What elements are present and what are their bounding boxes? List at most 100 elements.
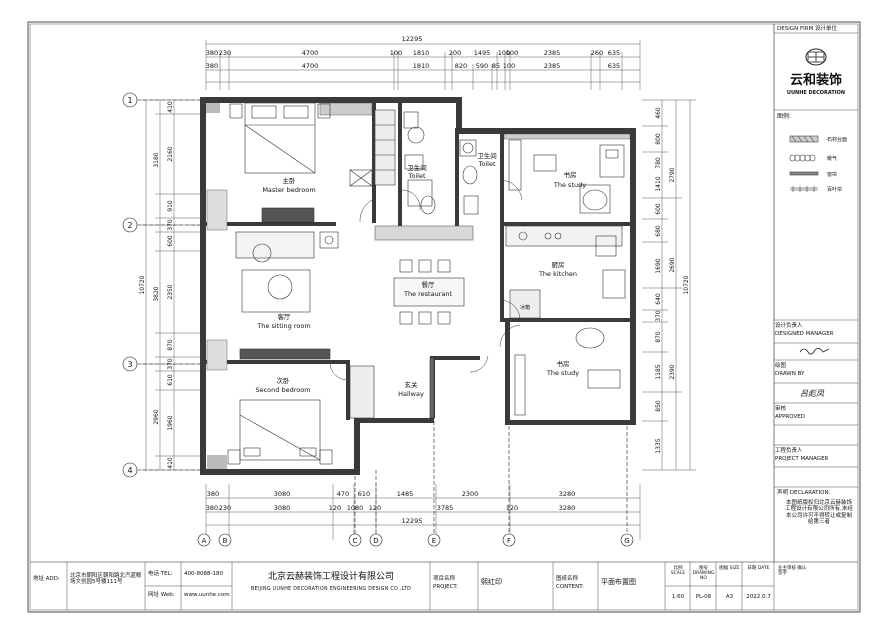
curtain-swatch [789,171,819,176]
blind-swatch [790,186,818,192]
room-toilet1-cn: 卫生间 [407,163,427,172]
tel-label: 电话 TEL: [148,571,173,577]
dim-top-3: 4700 [302,49,319,57]
heating-swatch [789,154,816,162]
room-study1-en: The study [553,181,586,189]
dim-bot-2: 3080 [274,490,291,498]
drawing-no-value: PL-08 [695,594,712,600]
room-study2-en: The study [546,369,579,377]
legend-label-4: 百叶帘 [827,186,842,193]
scale-value: 1:60 [671,594,685,600]
dim-top-r2-8: 2385 [544,62,561,70]
dim-left-total: 10720 [139,275,146,294]
dim-top-5: 1810 [413,49,430,57]
dim-right-outer-3: 2390 [669,364,676,379]
room-study2-cn: 书房 [557,359,570,368]
dim-top-r2-7: 100 [503,62,515,70]
axis-cols [197,415,634,547]
dim-left-in-1: 410 [167,101,174,113]
axis-col-a: A [202,537,207,545]
dim-top-8: 100 [498,49,510,57]
dim-top-7: 1495 [474,49,491,57]
right-dimensions [642,99,696,471]
content-value: 平面布置图 [601,578,636,586]
address-label: 地址 ADD: [33,576,60,582]
designer-signature [799,348,830,355]
axis-rows [122,92,206,478]
room-toilet2-en: Toilet [477,160,495,168]
second-bed [239,399,321,461]
dim-bot-r2-3: 3080 [274,504,291,512]
approved-en: APPROVED [775,414,805,420]
dining-table [393,277,465,307]
dim-top-11: 260 [591,49,603,57]
room-kitchen-cn: 厨房 [552,260,565,269]
axis-col-f: F [507,537,511,545]
dim-top-2: 230 [219,49,231,57]
dim-left-outer-2: 3820 [153,286,160,301]
room-toilet2-cn: 卫生间 [477,151,497,160]
company-name-cn: 北京云赫装饰工程设计有限公司 [267,572,394,582]
dim-right-in-3: 780 [655,157,662,169]
dim-bot-r2-8: 120 [506,504,518,512]
dim-right-in-9: 370 [655,310,662,322]
dim-left-in-7: 870 [167,339,174,351]
logo-text: 云和装饰 [790,72,842,88]
axis-col-d: D [373,537,378,545]
dim-bot-r2-1: 380 [206,504,218,512]
sofa [235,231,315,259]
date-value: 2022.0.7 [746,594,771,600]
legend-label-2: 暖气 [827,155,837,162]
fridge-label: 冰箱 [520,304,530,311]
declaration-text: 本图纸版权归北京云赫装饰工程设计有限公司所有,未经本公司许可不得转让或复制给第三… [785,500,853,525]
dim-bot-7: 3280 [559,490,576,498]
legend-label-3: 窗帘 [827,171,837,178]
dim-top-r2-9: 635 [608,62,620,70]
room-master-cn: 主卧 [283,176,297,185]
wall-hatching [206,102,631,469]
dim-right-outer-2: 2690 [669,257,676,272]
axis-row-4: 4 [127,466,132,475]
dim-left-in-6: 2350 [167,284,174,299]
room-toilet1-en: Toilet [407,172,425,180]
project-label-en: PROJECT: [433,584,459,590]
floor-plan-walls [200,97,636,475]
date-label: 日期 DATE [747,566,770,571]
size-label: 图幅 SIZE [719,566,740,571]
dim-right-in-7: 1690 [655,258,662,273]
dim-top-r2-3: 1810 [413,62,430,70]
room-restaurant-en: The restaurant [403,290,452,298]
rug [241,269,311,313]
tel-value: 400-8088-180 [184,571,223,577]
master-wardrobe [374,109,396,186]
company-name-en: BEIJING UUNHE DECORATION ENGINEERING DES… [250,587,412,592]
dim-left-outer-3: 2960 [153,409,160,424]
dim-left-in-2: 2160 [167,146,174,161]
room-study1-cn: 书房 [564,170,577,179]
owner-sign-label: 业主审核 确认签字 [778,566,807,577]
furniture [227,102,626,465]
size-value: A3 [725,594,734,600]
dim-right-in-4: 1410 [655,176,662,191]
content-label-en: CONTENT: [556,584,584,590]
room-master-en: Master bedroom [262,186,315,194]
dim-right-in-1: 460 [655,107,662,119]
dim-bot-r2-2: 230 [219,504,231,512]
axis-col-b: B [223,537,228,545]
content-label-cn: 图纸名称 [556,576,579,582]
dim-left-in-9: 610 [167,374,174,386]
dim-bot-r2-6: 120 [369,504,381,512]
axis-row-2: 2 [127,221,132,230]
door-swings [329,179,523,381]
dim-left-in-10: 1960 [167,415,174,430]
top-dimensions [205,40,641,90]
dim-top-4: 100 [390,49,402,57]
dim-right-in-2: 800 [655,133,662,145]
approved-cn: 审核 [775,406,787,412]
dim-top-r2-4: 820 [455,62,467,70]
legend-label-1: 石材台面 [827,136,847,143]
project-label-cn: 项目名称 [433,576,456,582]
room-sitting-en: The sitting room [256,322,310,330]
legend-heading: 图例: [777,113,792,120]
drawn-by-en: DRAWN BY [775,371,805,377]
